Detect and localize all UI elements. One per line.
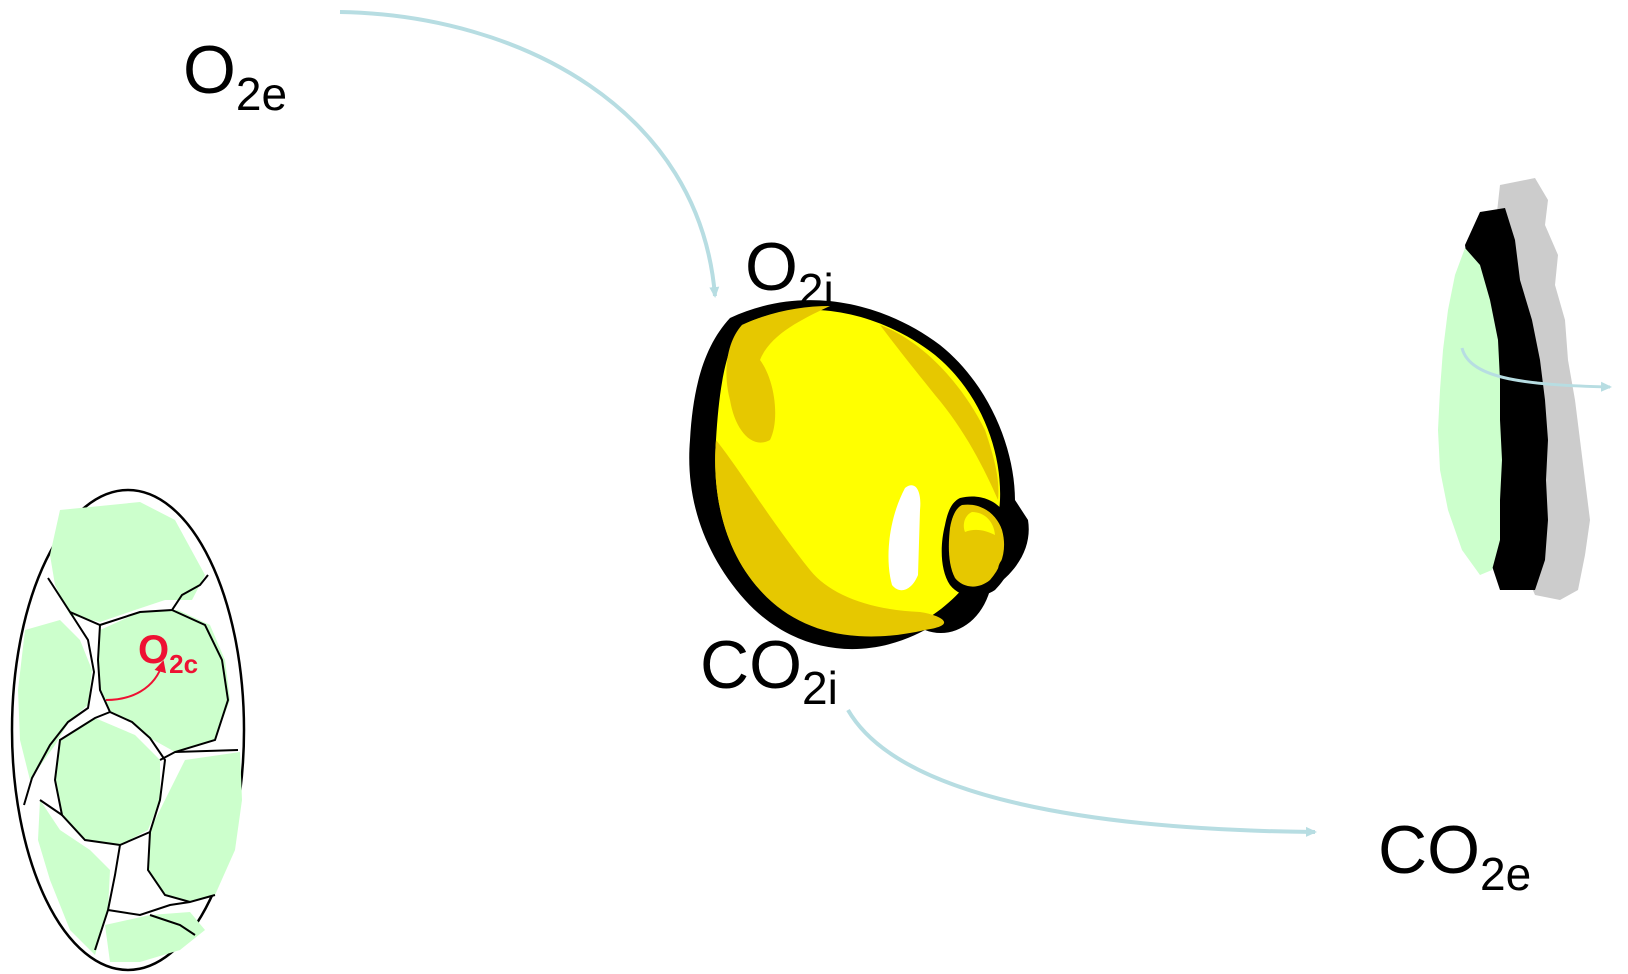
yellow-fruit-icon: [689, 300, 1029, 649]
o2-external-sub: 2e: [236, 68, 287, 120]
co2-internal-main: CO: [700, 627, 802, 703]
co2-external-sub: 2e: [1480, 848, 1531, 900]
o2-cell-main: O: [138, 628, 169, 672]
co2-outflow-arrow: [848, 710, 1315, 832]
co2-external-main: CO: [1378, 812, 1480, 888]
o2-external-main: O: [183, 32, 236, 108]
co2-external-label: CO2e: [1378, 812, 1531, 900]
o2-internal-sub: 2i: [798, 264, 834, 316]
o2-inflow-arrow: [340, 12, 715, 296]
o2-cell-sub: 2c: [169, 649, 198, 679]
skin-cross-section-icon: [1438, 178, 1610, 600]
co2-internal-sub: 2i: [802, 662, 838, 714]
o2-external-label: O2e: [183, 32, 287, 120]
cell-tissue-icon: [12, 490, 244, 970]
o2-internal-main: O: [745, 229, 798, 305]
o2-internal-label: O2i: [745, 229, 834, 316]
